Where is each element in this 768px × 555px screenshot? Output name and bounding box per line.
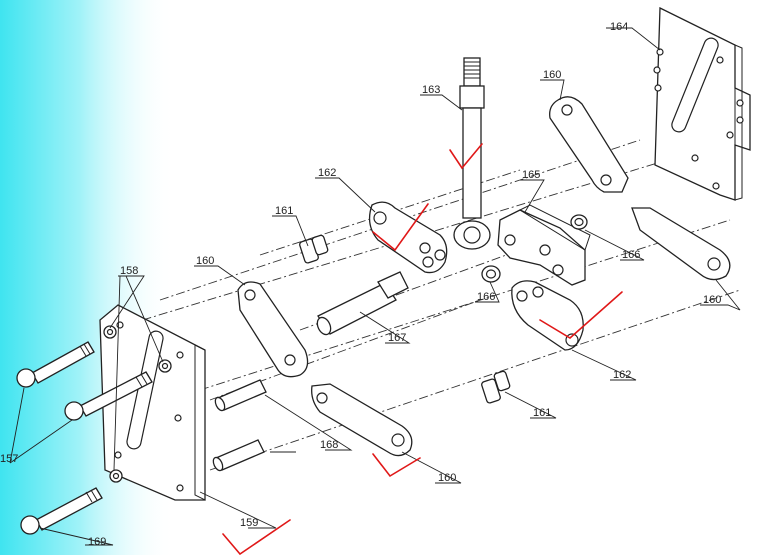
- label-167: 167: [388, 332, 406, 344]
- part-160-left-link: [237, 281, 309, 378]
- part-158-washer-upper: [103, 325, 117, 339]
- red-check-marks: [222, 143, 623, 555]
- part-158-washer-lower: [109, 469, 123, 483]
- part-166-washer-lower: [481, 265, 501, 283]
- label-161-lower: 161: [533, 407, 551, 419]
- part-160-right-link: [631, 207, 731, 281]
- part-159-left-plate: [99, 304, 206, 501]
- part-160-upper-link: [549, 96, 629, 193]
- label-163: 163: [422, 84, 440, 96]
- label-166-center: 166: [477, 291, 495, 303]
- leader-lines: [9, 27, 741, 546]
- label-160-left: 160: [196, 255, 214, 267]
- label-160-right: 160: [703, 294, 721, 306]
- part-162-upper-fork: [368, 201, 448, 274]
- label-166-right: 166: [622, 249, 640, 261]
- part-165-bracket: [497, 204, 591, 286]
- part-167-shaft: [316, 271, 409, 336]
- part-157-bolt-upper: [16, 341, 95, 388]
- part-163-threaded-shaft: [453, 57, 491, 250]
- part-161-pin-lower: [481, 370, 511, 404]
- label-160-top: 160: [543, 69, 561, 81]
- label-164: 164: [610, 21, 628, 33]
- label-161-upper: 161: [275, 205, 293, 217]
- label-158: 158: [120, 265, 138, 277]
- label-162-upper: 162: [318, 167, 336, 179]
- label-160-bottom: 160: [438, 472, 456, 484]
- part-168-pin-lower: [212, 439, 265, 472]
- part-158-washer-middle: [158, 359, 172, 373]
- part-166-washer-upper: [570, 214, 588, 230]
- part-161-pin-upper: [299, 234, 329, 264]
- part-164-mounting-plate: [653, 6, 751, 201]
- part-number-labels: 164 160 163 162 161 165 166 166 160 167 …: [0, 21, 721, 548]
- part-168-pin-upper: [214, 379, 267, 412]
- label-162-lower: 162: [613, 369, 631, 381]
- part-169-bolt-lower: [20, 487, 103, 535]
- label-159: 159: [240, 517, 258, 529]
- label-168: 168: [320, 439, 338, 451]
- label-157: 157: [0, 453, 18, 465]
- label-165: 165: [522, 169, 540, 181]
- part-160-lower-link: [311, 383, 413, 457]
- part-162-lower-fork: [511, 280, 584, 351]
- label-169: 169: [88, 536, 106, 548]
